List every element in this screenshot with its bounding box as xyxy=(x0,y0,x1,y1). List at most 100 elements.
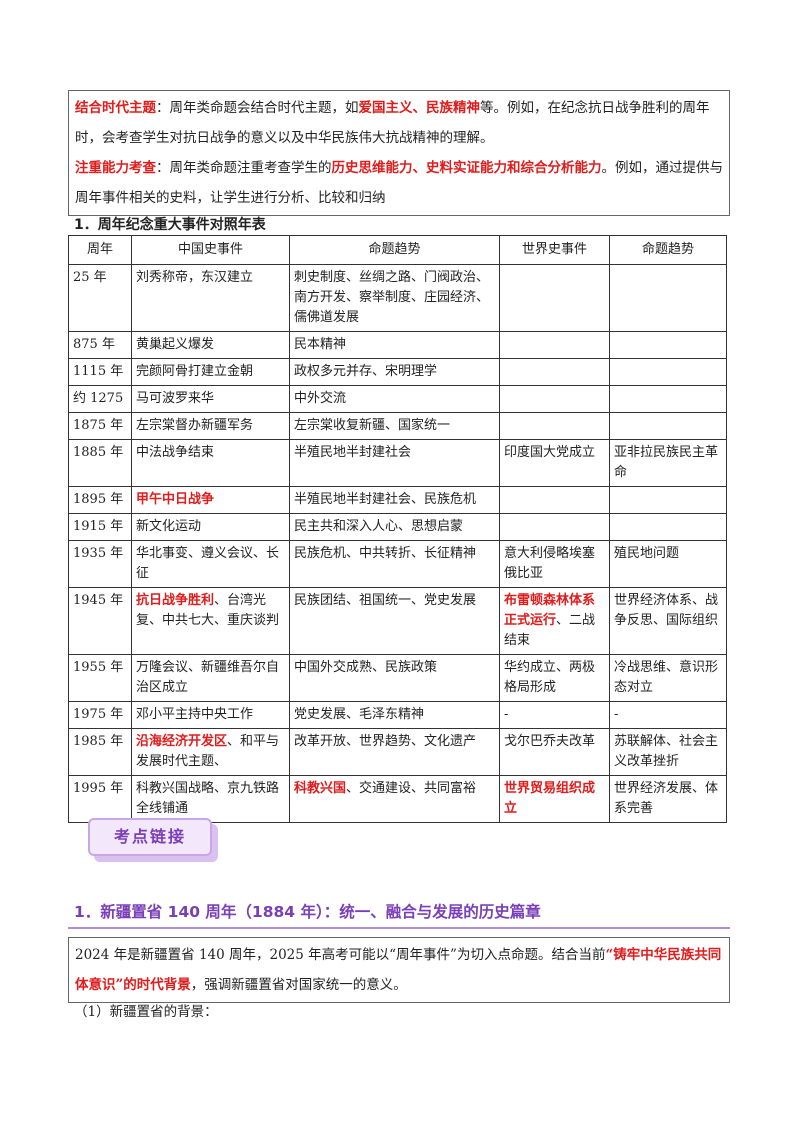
year-cell: 1985 年 xyxy=(68,728,132,776)
world-event-cell xyxy=(499,358,610,386)
header-cell: 周年 xyxy=(68,235,132,265)
china-event-cell: 完颜阿骨打建立金朝 xyxy=(131,358,290,386)
intro-text: 。例如，通过提供与周年事件相关的史料，让学生进行分析、比较和归纳 xyxy=(75,160,723,206)
cell-highlight: 甲午中日战争 xyxy=(136,492,215,507)
cell-text: - xyxy=(504,707,509,722)
cell-highlight: 科教兴国 xyxy=(294,781,347,796)
china-trend-cell: 民族团结、祖国统一、党史发展 xyxy=(289,587,500,655)
cell-text: 邓小平主持中央工作 xyxy=(136,707,254,722)
cell-text: 华约成立、两极格局形成 xyxy=(504,660,596,695)
header-cell: 世界史事件 xyxy=(499,235,610,265)
cell-text: 科教兴国战略、京九铁路全线铺通 xyxy=(136,781,280,816)
cell-text: 民族危机、中共转折、长征精神 xyxy=(294,546,477,561)
world-trend-cell: 冷战思维、意识形态对立 xyxy=(609,654,727,702)
kaodian-badge: 考点链接 xyxy=(78,812,228,858)
year-cell: 1115 年 xyxy=(68,358,132,386)
header-cell: 中国史事件 xyxy=(131,235,290,265)
china-trend-cell: 半殖民地半封建社会 xyxy=(289,439,500,487)
world-event-cell xyxy=(499,486,610,514)
china-trend-cell: 改革开放、世界趋势、文化遗产 xyxy=(289,728,500,776)
cell-highlight: 沿海经济开发区 xyxy=(136,734,228,749)
cell-text: 苏联解体、社会主义改革挫折 xyxy=(614,734,719,769)
world-trend-cell: 殖民地问题 xyxy=(609,540,727,588)
table-row: 1115 年完颜阿骨打建立金朝政权多元并存、宋明理学 xyxy=(68,358,727,386)
cell-highlight: 布雷顿森林体系正式运行 xyxy=(504,593,596,628)
cell-text: 民本精神 xyxy=(294,337,347,352)
cell-text: 戈尔巴乔夫改革 xyxy=(504,734,596,749)
cell-text: 意大利侵略埃塞俄比亚 xyxy=(504,546,596,581)
section-highlight: “铸牢中华民族共同体意识”的时代背景 xyxy=(75,947,722,993)
cell-text: 改革开放、世界趋势、文化遗产 xyxy=(294,734,477,749)
china-trend-cell: 民主共和深入人心、思想启蒙 xyxy=(289,513,500,541)
header-cell: 命题趋势 xyxy=(609,235,727,265)
cell-text: 民族团结、祖国统一、党史发展 xyxy=(294,593,477,608)
china-trend-cell: 左宗棠收复新疆、国家统一 xyxy=(289,412,500,440)
china-trend-cell: 半殖民地半封建社会、民族危机 xyxy=(289,486,500,514)
table-row: 875 年黄巢起义爆发民本精神 xyxy=(68,331,727,359)
intro-label-2: 注重能力考查 xyxy=(75,160,156,176)
year-cell: 1975 年 xyxy=(68,701,132,729)
cell-text: 半殖民地半封建社会、民族危机 xyxy=(294,492,477,507)
section-paragraph: 2024 年是新疆置省 140 周年，2025 年高考可能以“周年事件”为切入点… xyxy=(75,940,723,1000)
world-trend-cell: 亚非拉民族民主革命 xyxy=(609,439,727,487)
cell-text: 世界经济发展、体系完善 xyxy=(614,781,719,816)
cell-text: 党史发展、毛泽东精神 xyxy=(294,707,425,722)
cell-text: 、台湾光复、中共七大、重庆谈判 xyxy=(136,593,280,628)
world-trend-cell: 苏联解体、社会主义改革挫折 xyxy=(609,728,727,776)
cell-highlight: 世界贸易组织成立 xyxy=(504,781,596,816)
world-event-cell: 意大利侵略埃塞俄比亚 xyxy=(499,540,610,588)
china-event-cell: 华北事变、遵义会议、长征 xyxy=(131,540,290,588)
year-cell: 1875 年 xyxy=(68,412,132,440)
china-event-cell: 马可波罗来华 xyxy=(131,385,290,413)
cell-text: 冷战思维、意识形态对立 xyxy=(614,660,719,695)
intro-text: 等。例如，在纪念抗日战争胜利的周年时，会考查学生对抗日战争的意义以及中华民族伟大… xyxy=(75,100,710,146)
china-event-cell: 万隆会议、新疆维吾尔自治区成立 xyxy=(131,654,290,702)
cell-text: 亚非拉民族民主革命 xyxy=(614,445,719,480)
table-row: 1955 年万隆会议、新疆维吾尔自治区成立中国外交成熟、民族政策华约成立、两极格… xyxy=(68,654,727,702)
china-trend-cell: 中国外交成熟、民族政策 xyxy=(289,654,500,702)
world-event-cell: 世界贸易组织成立 xyxy=(499,775,610,823)
intro-box: 结合时代主题：周年类命题会结合时代主题，如爱国主义、民族精神等。例如，在纪念抗日… xyxy=(68,90,730,216)
china-event-cell: 甲午中日战争 xyxy=(131,486,290,514)
world-trend-cell: 世界经济体系、战争反思、国际组织 xyxy=(609,587,727,655)
cell-text: 1995 年 xyxy=(73,781,124,796)
cell-text: 约 1275 xyxy=(73,391,124,406)
table-row: 1885 年中法战争结束半殖民地半封建社会印度国大党成立亚非拉民族民主革命 xyxy=(68,439,727,487)
world-trend-cell xyxy=(609,412,727,440)
world-event-cell: 华约成立、两极格局形成 xyxy=(499,654,610,702)
table-row: 1975 年邓小平主持中央工作 党史发展、毛泽东精神 - - xyxy=(68,701,727,729)
cell-text: 25 年 xyxy=(73,270,107,285)
world-trend-cell xyxy=(609,358,727,386)
china-event-cell: 中法战争结束 xyxy=(131,439,290,487)
anniversary-events-table: 周年 中国史事件 命题趋势 世界史事件 命题趋势 25 年刘秀称帝，东汉建立刺史… xyxy=(68,235,727,823)
table-row: 1995 年科教兴国战略、京九铁路全线铺通科教兴国、交通建设、共同富裕 世界贸易组… xyxy=(68,775,727,823)
world-event-cell xyxy=(499,331,610,359)
cell-text: 1945 年 xyxy=(73,593,124,608)
table-row: 1985 年沿海经济开发区、和平与发展时代主题、改革开放、世界趋势、文化遗产戈尔… xyxy=(68,728,727,776)
world-trend-cell: - xyxy=(609,701,727,729)
china-trend-cell: 中外交流 xyxy=(289,385,500,413)
cell-text: 黄巢起义爆发 xyxy=(136,337,215,352)
cell-text: 万隆会议、新疆维吾尔自治区成立 xyxy=(136,660,280,695)
table-row: 25 年刘秀称帝，东汉建立刺史制度、丝绸之路、门阀政治、南方开发、察举制度、庄园… xyxy=(68,264,727,332)
china-trend-cell: 党史发展、毛泽东精神 xyxy=(289,701,500,729)
world-event-cell: 印度国大党成立 xyxy=(499,439,610,487)
world-trend-cell xyxy=(609,331,727,359)
table-title: 1．周年纪念重大事件对照年表 xyxy=(74,217,266,233)
cell-text: 1975 年 xyxy=(73,707,124,722)
cell-text: 完颜阿骨打建立金朝 xyxy=(136,364,254,379)
cell-text: 中国外交成熟、民族政策 xyxy=(294,660,438,675)
china-event-cell: 邓小平主持中央工作 xyxy=(131,701,290,729)
intro-text: ：周年类命题会结合时代主题，如 xyxy=(156,100,359,116)
cell-text: 、交通建设、共同富裕 xyxy=(346,781,477,796)
table-row: 1875 年左宗棠督办新疆军务左宗棠收复新疆、国家统一 xyxy=(68,412,727,440)
table-row: 1935 年华北事变、遵义会议、长征民族危机、中共转折、长征精神 意大利侵略埃塞俄… xyxy=(68,540,727,588)
world-event-cell xyxy=(499,412,610,440)
cell-text: 马可波罗来华 xyxy=(136,391,215,406)
cell-text: 新文化运动 xyxy=(136,519,202,534)
badge-label: 考点链接 xyxy=(113,827,186,846)
china-event-cell: 科教兴国战略、京九铁路全线铺通 xyxy=(131,775,290,823)
year-cell: 1935 年 xyxy=(68,540,132,588)
intro-label-1: 结合时代主题 xyxy=(75,100,156,116)
